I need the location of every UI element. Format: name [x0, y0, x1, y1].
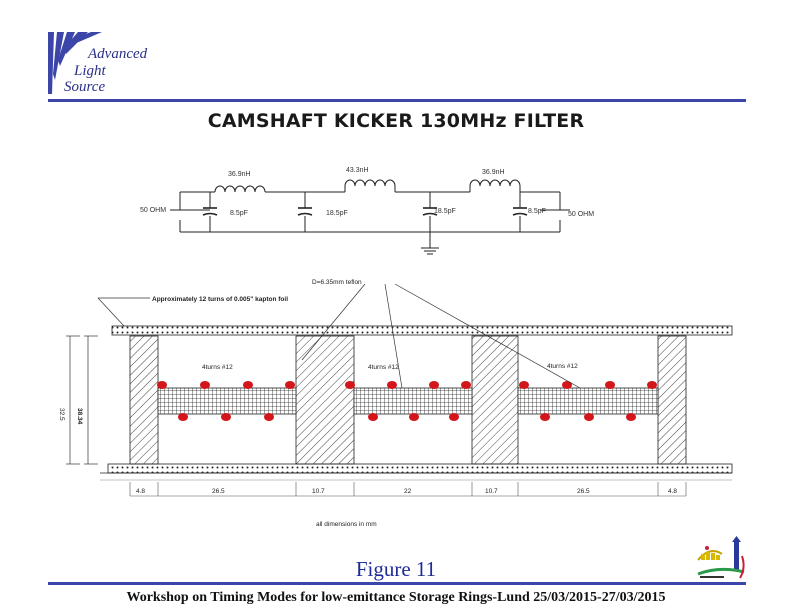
inductor-1-label: 36.9nH [228, 171, 251, 178]
winding [626, 413, 636, 421]
foil-annotation-line: Approximately 12 turns of 0.005" kapton … [152, 296, 288, 303]
inductor-3-label: 36.9nH [482, 169, 505, 176]
dimension-1: 4.8 [136, 488, 145, 495]
winding [461, 381, 471, 389]
spacer-1 [129, 335, 159, 465]
dimension-5: 10.7 [485, 488, 498, 495]
inductor-2 [344, 179, 396, 187]
coil-core-1 [157, 387, 297, 415]
logo-word-advanced: Advanced [88, 46, 148, 62]
coil-windings [157, 381, 657, 421]
winding [157, 381, 167, 389]
winding [387, 381, 397, 389]
height-outer-label: 38.34 [76, 408, 83, 425]
winding [285, 381, 295, 389]
winding [243, 381, 253, 389]
winding [409, 413, 419, 421]
teflon-annotation: D=6.35mm teflon [312, 279, 362, 286]
winding [519, 381, 529, 389]
spacer-3 [471, 335, 519, 465]
winding [178, 413, 188, 421]
als-logo: Advanced Light Source [48, 30, 178, 100]
winding [605, 381, 615, 389]
kicker-cross-section: Approximately 12 turns of 0.005" kapton … [58, 279, 733, 528]
right-port-label: 50 OHM [568, 211, 594, 218]
left-port-label: 50 OHM [140, 207, 166, 214]
winding [200, 381, 210, 389]
inductor-1 [214, 185, 266, 193]
winding [264, 413, 274, 421]
winding [647, 381, 657, 389]
coil-label-1: 4turns #12 [202, 364, 233, 371]
coil-core-2 [353, 387, 473, 415]
spacer-2 [295, 335, 355, 465]
capacitor-2-label: 18.5pF [326, 210, 348, 217]
winding [368, 413, 378, 421]
winding [540, 413, 550, 421]
dimensions-note: all dimensions in mm [316, 521, 377, 528]
logo-word-source: Source [64, 79, 106, 95]
conference-emblem-icon [697, 536, 745, 579]
dimension-6: 26.5 [577, 488, 590, 495]
figure-label: Figure 11 [355, 557, 437, 581]
capacitor-4-label: 8.5pF [528, 208, 546, 215]
footer-text: Workshop on Timing Modes for low-emittan… [126, 590, 666, 605]
capacitor-3-label: 18.5pF [434, 208, 456, 215]
coil-label-3: 4turns #12 [547, 363, 578, 370]
dimension-3: 10.7 [312, 488, 325, 495]
coil-core-3 [517, 387, 659, 415]
winding [584, 413, 594, 421]
dimension-4: 22 [404, 488, 412, 495]
spacer-4 [657, 335, 687, 465]
slide-title: CAMSHAFT KICKER 130MHz FILTER [207, 110, 585, 132]
dimension-2: 26.5 [212, 488, 225, 495]
dimension-7: 4.8 [668, 488, 677, 495]
inductor-3 [469, 179, 521, 187]
coil-label-2: 4turns #12 [368, 364, 399, 371]
winding [345, 381, 355, 389]
filter-schematic: 50 OHM 50 OHM 36.9nH 43.3nH 36.9nH 8.5pF… [140, 167, 594, 255]
winding [429, 381, 439, 389]
capacitor-1-label: 8.5pF [230, 210, 248, 217]
top-rule [48, 99, 746, 102]
logo-word-light: Light [74, 63, 106, 79]
bottom-plate [107, 463, 733, 474]
winding [562, 381, 572, 389]
inductor-2-label: 43.3nH [346, 167, 369, 174]
als-logo-stripes [48, 32, 102, 94]
top-plate [111, 325, 733, 336]
winding [221, 413, 231, 421]
height-inner-label: 32.5 [58, 408, 65, 421]
bottom-rule [48, 582, 746, 585]
winding [449, 413, 459, 421]
